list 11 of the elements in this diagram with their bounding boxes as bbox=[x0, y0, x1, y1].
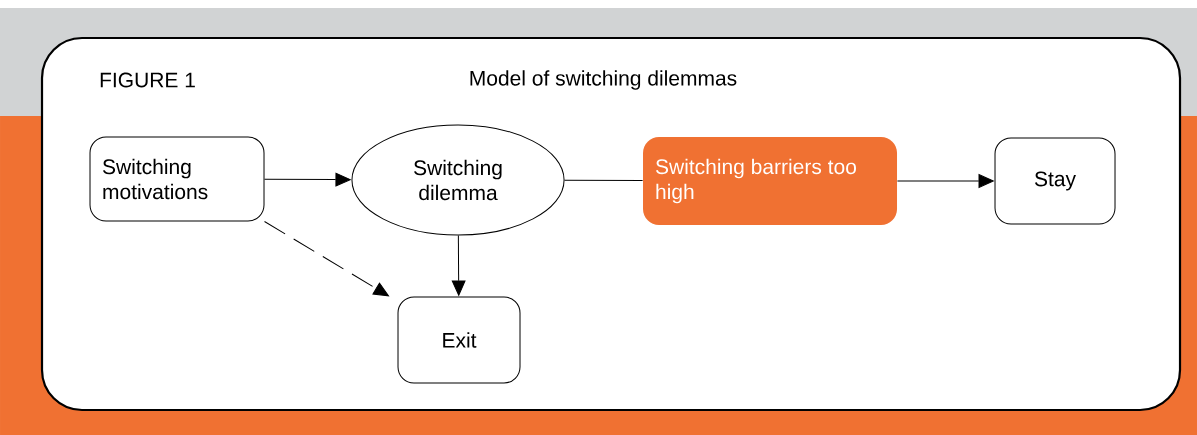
title: Model of switching dilemmas bbox=[470, 70, 737, 90]
process-box: Stay bbox=[994, 137, 1116, 225]
highlight-box: Switching barriers too high bbox=[643, 137, 897, 225]
ellipse-node: Switching dilemma bbox=[351, 124, 565, 236]
arrow bbox=[451, 235, 466, 296]
arrow bbox=[264, 172, 351, 187]
figure-label: FIGURE 1 bbox=[100, 72, 195, 88]
process-box: Exit bbox=[397, 296, 521, 384]
arrow bbox=[264, 221, 389, 297]
arrow bbox=[896, 174, 994, 188]
process-box: Switching motivations bbox=[89, 136, 265, 222]
